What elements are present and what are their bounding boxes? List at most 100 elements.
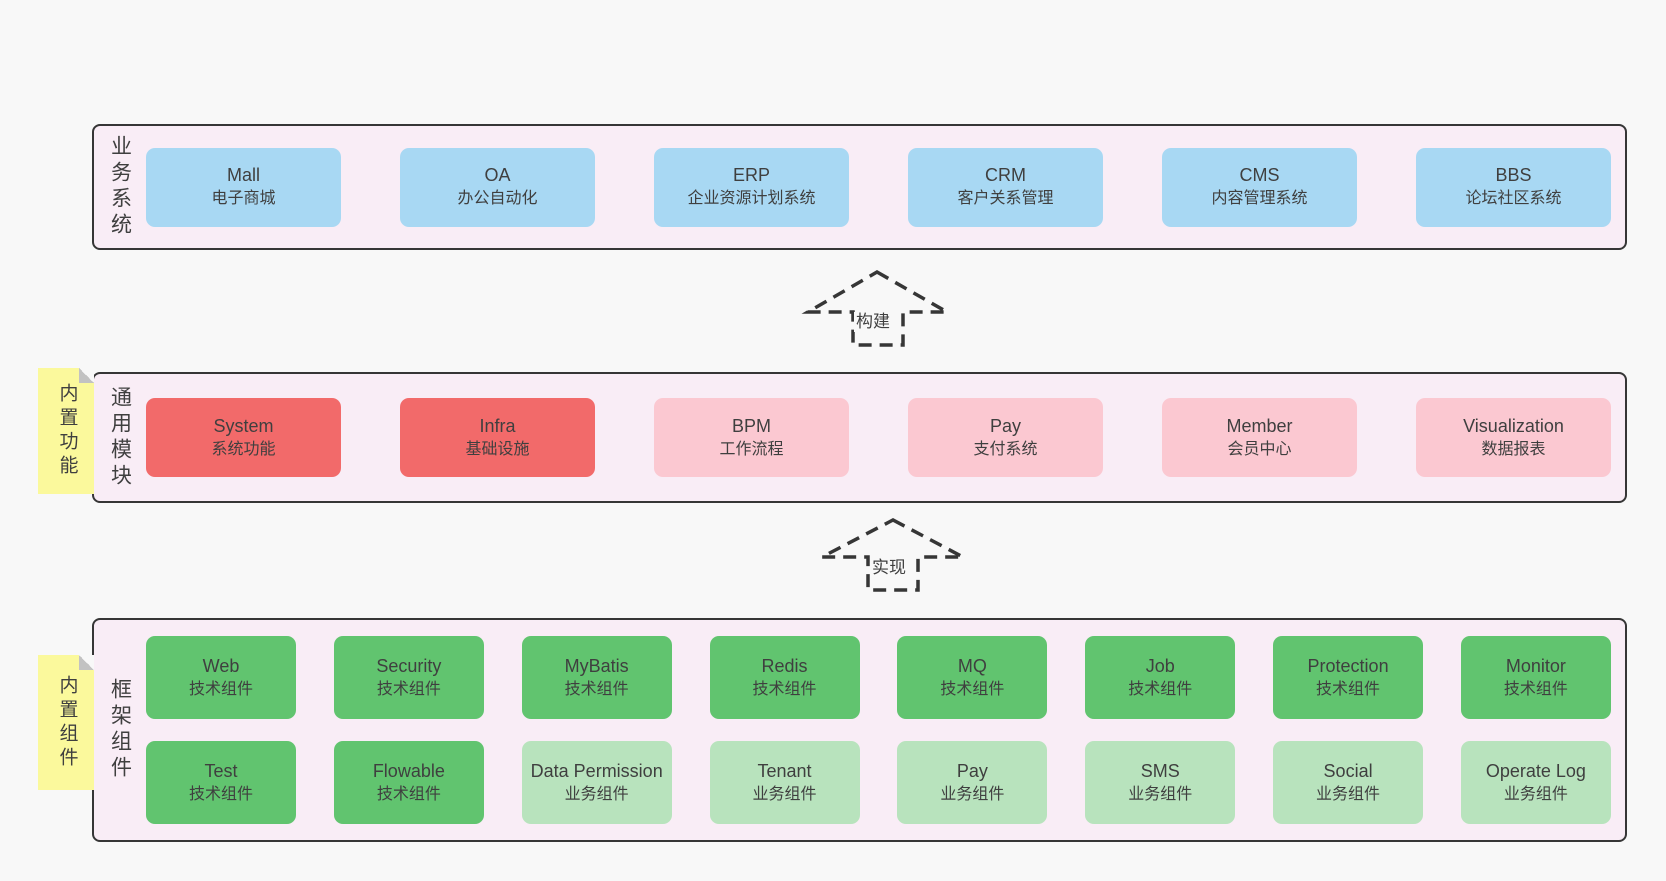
box-subtitle-zh: 会员中心 [1227,440,1292,458]
box-title-en: Infra [479,415,516,436]
box-title-en: Redis [761,655,808,676]
box-title-en: Security [376,655,442,676]
box-subtitle-zh: 客户关系管理 [957,190,1054,207]
sticky-note-text: 内置功能 [56,383,78,479]
component-box: Social 业务组件 [1273,741,1424,824]
component-box: Redis 技术组件 [709,636,860,719]
band-label-business: 业务系统 [94,126,146,248]
component-box: Flowable 技术组件 [333,741,484,824]
box-subtitle-zh: 技术组件 [1316,680,1381,698]
components-row-2: Test 技术组件 Flowable 技术组件 Data Permission … [146,741,1611,824]
build-arrow: 构建 [795,262,960,350]
box-title-en: BBS [1495,165,1532,185]
box-title-en: Monitor [1505,655,1566,676]
box-subtitle-zh: 业务组件 [940,785,1005,803]
box-title-en: OA [484,165,511,185]
box-subtitle-zh: 技术组件 [188,680,253,698]
component-box: Job 技术组件 [1085,636,1236,719]
dashed-up-arrow-icon [821,518,964,592]
box-subtitle-zh: 业务组件 [1503,785,1568,803]
component-box: Monitor 技术组件 [1460,636,1611,719]
sticky-note-text: 内置组件 [56,674,78,771]
box-subtitle-zh: 技术组件 [376,785,441,803]
band-label-business-text: 业务系统 [108,135,132,239]
box-subtitle-zh: 技术组件 [188,785,253,803]
build-arrow-label: 构建 [854,312,892,332]
band-label-components: 框架组件 [94,620,146,840]
band-business-systems: 业务系统 Mall 电子商城 OA 办公自动化 ERP 企业资源计划系统 [92,124,1627,250]
box-title-en: CRM [985,165,1026,185]
component-box: Web 技术组件 [146,636,296,719]
component-box: Tenant 业务组件 [709,741,860,824]
box-subtitle-zh: 技术组件 [1128,680,1193,698]
box-subtitle-zh: 技术组件 [376,680,441,698]
box-title-en: ERP [732,165,770,185]
band-label-components-text: 框架组件 [108,678,132,782]
component-box: SMS 业务组件 [1085,741,1236,824]
component-box: Data Permission 业务组件 [521,741,672,824]
box-subtitle-zh: 企业资源计划系统 [687,190,816,207]
box-title-en: Pay [956,760,988,781]
box-subtitle-zh: 业务组件 [564,785,629,803]
box-title-en: Pay [989,415,1022,436]
box-subtitle-zh: 工作流程 [719,440,784,458]
box-title-en: Data Permission [530,760,663,781]
component-box: MyBatis 技术组件 [521,636,672,719]
system-box: BBS 论坛社区系统 [1416,147,1611,227]
box-title-en: Flowable [372,760,445,781]
box-subtitle-zh: 内容管理系统 [1211,190,1308,207]
box-subtitle-zh: 技术组件 [564,680,629,698]
module-box: Pay 支付系统 [908,398,1103,477]
system-box: ERP 企业资源计划系统 [654,147,849,227]
component-box: Operate Log 业务组件 [1460,741,1611,824]
module-box: Member 会员中心 [1162,398,1357,477]
box-subtitle-zh: 支付系统 [973,440,1038,458]
common-modules-row: System 系统功能 Infra 基础设施 BPM 工作流程 Pay 支付系统 [146,374,1625,501]
box-title-en: Test [204,760,238,781]
components-row-1: Web 技术组件 Security 技术组件 MyBatis 技术组件 [146,636,1611,719]
band-framework-components: 框架组件 Web 技术组件 Security 技术组件 MyBati [92,618,1627,842]
box-title-en: Social [1323,760,1373,781]
band-label-modules-text: 通用模块 [108,385,132,490]
box-title-en: CMS [1239,165,1280,185]
dashed-up-arrow-icon [801,269,954,347]
box-subtitle-zh: 系统功能 [211,440,276,458]
box-title-en: MQ [957,655,987,676]
box-subtitle-zh: 技术组件 [752,680,817,698]
box-title-en: SMS [1140,760,1180,781]
sticky-note-built-in-features: 内置功能 [38,368,94,494]
module-box: Infra 基础设施 [400,398,595,477]
box-subtitle-zh: 技术组件 [940,680,1005,698]
band-label-modules: 通用模块 [94,374,146,501]
box-subtitle-zh: 技术组件 [1503,680,1568,698]
box-title-en: System [213,415,274,436]
module-box: BPM 工作流程 [654,398,849,477]
box-subtitle-zh: 基础设施 [465,440,530,458]
box-subtitle-zh: 电子商城 [211,190,276,207]
component-box: Test 技术组件 [146,741,296,824]
box-subtitle-zh: 业务组件 [1128,785,1193,803]
system-box: OA 办公自动化 [400,147,595,227]
box-title-en: Member [1226,415,1293,436]
system-box: Mall 电子商城 [146,147,341,227]
box-title-en: Mall [226,165,260,185]
business-systems-row: Mall 电子商城 OA 办公自动化 ERP 企业资源计划系统 CRM 客户关系… [146,126,1625,248]
system-box: CMS 内容管理系统 [1162,147,1357,227]
box-title-en: MyBatis [564,655,629,676]
module-box: Visualization 数据报表 [1416,398,1611,477]
implement-arrow: 实现 [810,510,975,594]
sticky-note-built-in-components: 内置组件 [38,655,94,790]
component-box: Protection 技术组件 [1273,636,1424,719]
components-grid: Web 技术组件 Security 技术组件 MyBatis 技术组件 [146,620,1625,840]
box-title-en: Tenant [757,760,812,781]
box-title-en: BPM [731,415,771,436]
box-subtitle-zh: 数据报表 [1481,440,1546,458]
box-title-en: Protection [1307,655,1389,676]
box-subtitle-zh: 办公自动化 [457,190,538,207]
system-box: CRM 客户关系管理 [908,147,1103,227]
band-common-modules: 通用模块 System 系统功能 Infra 基础设施 BPM 工作流程 [92,372,1627,503]
box-subtitle-zh: 论坛社区系统 [1465,190,1562,207]
box-title-en: Operate Log [1485,760,1586,781]
box-subtitle-zh: 业务组件 [1316,785,1381,803]
